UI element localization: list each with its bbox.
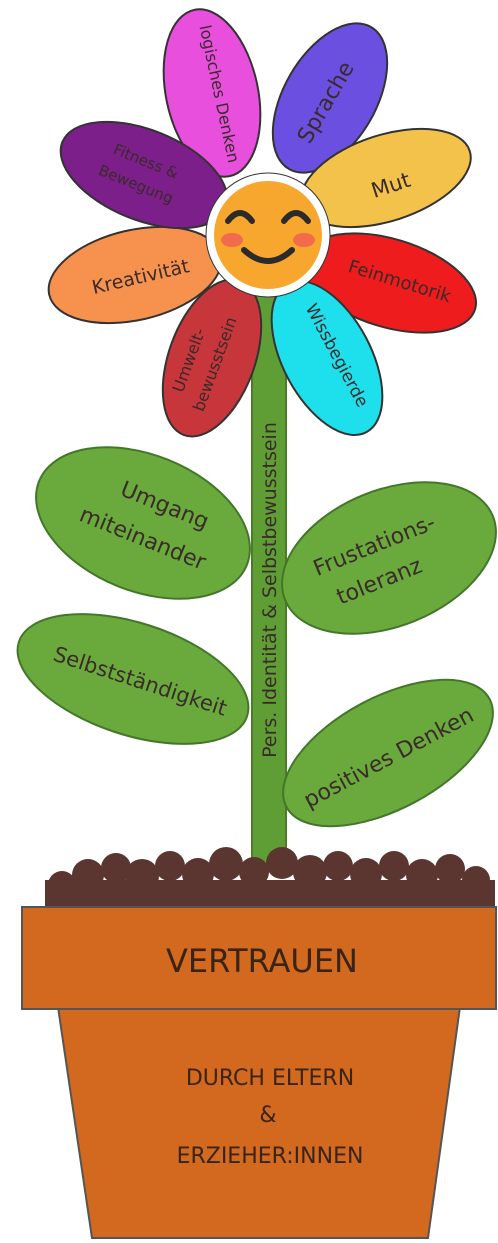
pot-body-line1: DURCH ELTERN xyxy=(186,1066,354,1091)
leaf-selbststaendigkeit: Selbstständigkeit xyxy=(2,589,265,770)
stem-label: Pers. Identität & Selbstbewusstsein xyxy=(259,422,281,758)
pot-body-line2: & xyxy=(259,1103,276,1128)
pot-body-line3: ERZIEHER:INNEN xyxy=(177,1144,364,1169)
pot-rim-label: VERTRAUEN xyxy=(166,942,358,980)
leaf-positives-denken: positives Denken xyxy=(260,650,498,857)
leaf-umgang-miteinander: Umgang miteinander xyxy=(14,418,273,628)
soil xyxy=(45,847,495,910)
leaf-frustrationstoleranz: Frustations- toleranz xyxy=(260,453,498,663)
smiley-face-icon xyxy=(206,173,330,297)
